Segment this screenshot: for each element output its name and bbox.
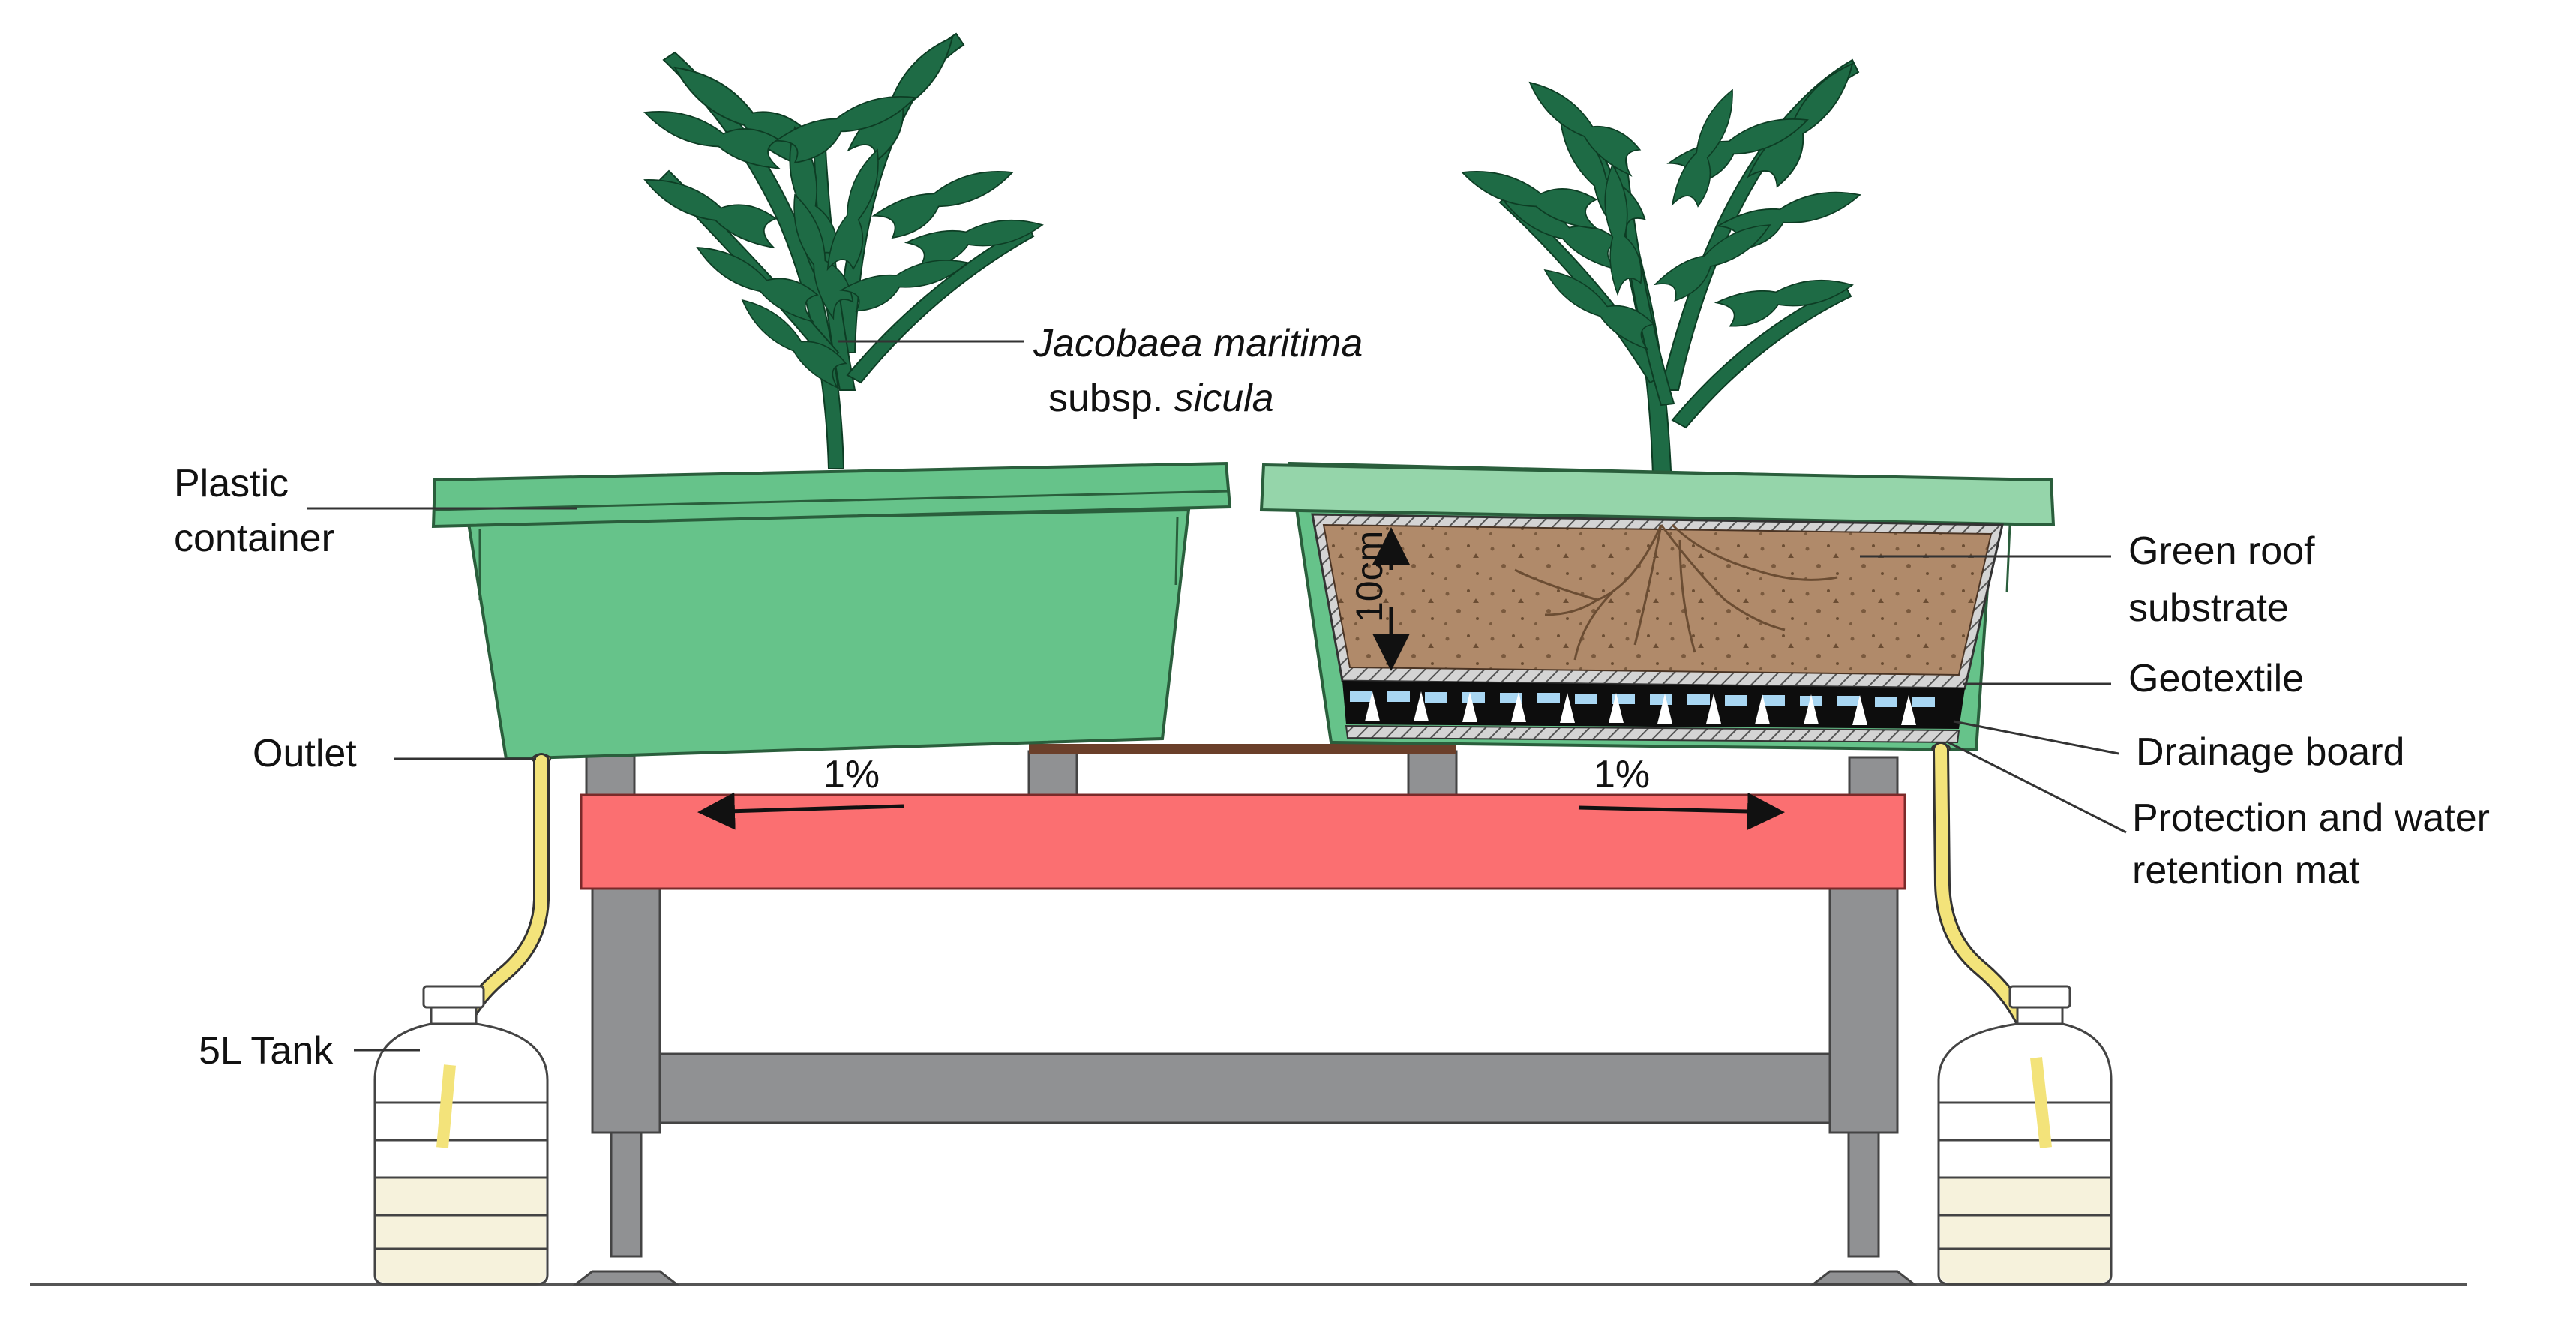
protection-mat-label-line1: Protection and water (2132, 796, 2490, 840)
protection-water-retention-mat (1345, 724, 1960, 744)
tank-icon-left (373, 985, 549, 1286)
container-icon-left (431, 461, 1232, 764)
container-icon-right: 10cm (1259, 461, 2056, 754)
geotextile-label: Geotextile (2128, 657, 2304, 700)
plant-icon-right (1457, 55, 1871, 526)
slope-arrow-left (697, 792, 904, 830)
table-icon (572, 744, 1918, 1286)
outlet-label: Outlet (253, 732, 357, 776)
species-genus-label: Jacobaea maritima (1033, 322, 1363, 365)
slope-label-left: 1% (823, 753, 880, 796)
green-roof-substrate (1322, 524, 1993, 676)
species-subsp-label: subsp. sicula (1048, 376, 1274, 420)
slope-arrow-right (1578, 793, 1785, 830)
depth-label: 10cm (1348, 531, 1390, 622)
plastic-container-label-line1: Plastic (174, 462, 289, 506)
plant-icon (639, 28, 1047, 470)
slope-label-right: 1% (1594, 753, 1650, 796)
tank-label: 5L Tank (199, 1029, 334, 1072)
tank-icon-right (1937, 985, 2113, 1286)
wooden-board (1029, 744, 1456, 754)
green-roof-substrate-label-line1: Green roof (2128, 530, 2315, 573)
green-roof-substrate-label-line2: substrate (2128, 586, 2289, 630)
drainage-board-label: Drainage board (2136, 730, 2404, 774)
plastic-container-label-line2: container (174, 517, 334, 560)
protection-mat-label-line2: retention mat (2132, 849, 2360, 892)
